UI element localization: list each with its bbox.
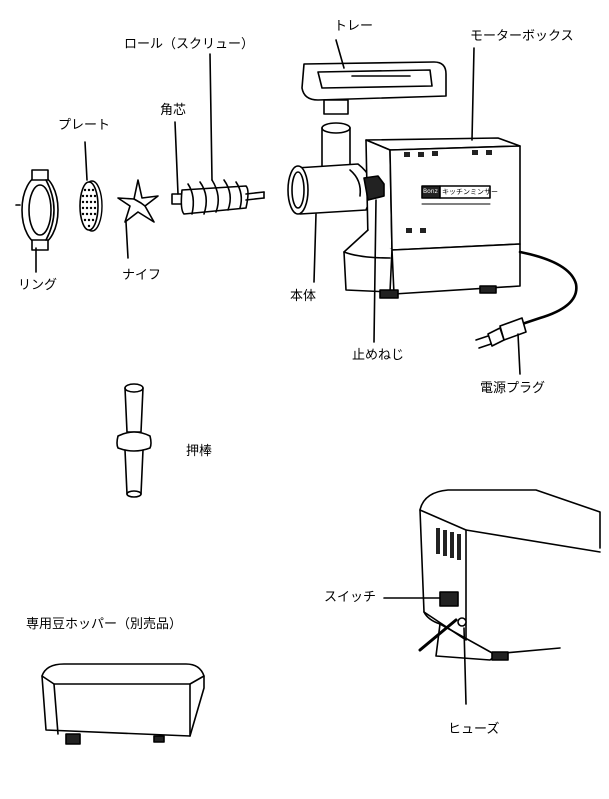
rear-detail-view	[418, 489, 601, 661]
power-cord	[475, 250, 578, 349]
plate-part	[79, 180, 103, 232]
ring-part	[15, 169, 59, 251]
label-pusher: 押棒	[186, 444, 213, 459]
pusher-part	[116, 383, 152, 498]
product-badge: キッチンミンサー	[442, 188, 498, 196]
tray-part	[301, 61, 447, 115]
label-hopper: 専用豆ホッパー（別売品）	[26, 617, 183, 632]
brand-badge: Bonz	[423, 188, 438, 195]
label-stop-screw: 止めねじ	[352, 348, 405, 363]
label-body: 本体	[290, 289, 317, 304]
roll-screw-part	[171, 179, 265, 215]
knife-part	[117, 179, 159, 223]
label-knife: ナイフ	[122, 268, 162, 283]
label-tray: トレー	[334, 19, 374, 34]
label-ring: リング	[18, 278, 58, 293]
label-motor-box: モーターボックス	[470, 29, 574, 44]
label-plate: プレート	[58, 118, 111, 133]
hopper-part	[41, 663, 205, 745]
leader-lines	[35, 39, 521, 705]
label-switch: スイッチ	[324, 590, 377, 605]
mincer-body	[287, 122, 521, 299]
label-core: 角芯	[160, 103, 187, 118]
label-fuse: ヒューズ	[448, 722, 500, 737]
label-roll-screw: ロール（スクリュー）	[124, 37, 255, 52]
label-power-plug: 電源プラグ	[480, 381, 546, 396]
